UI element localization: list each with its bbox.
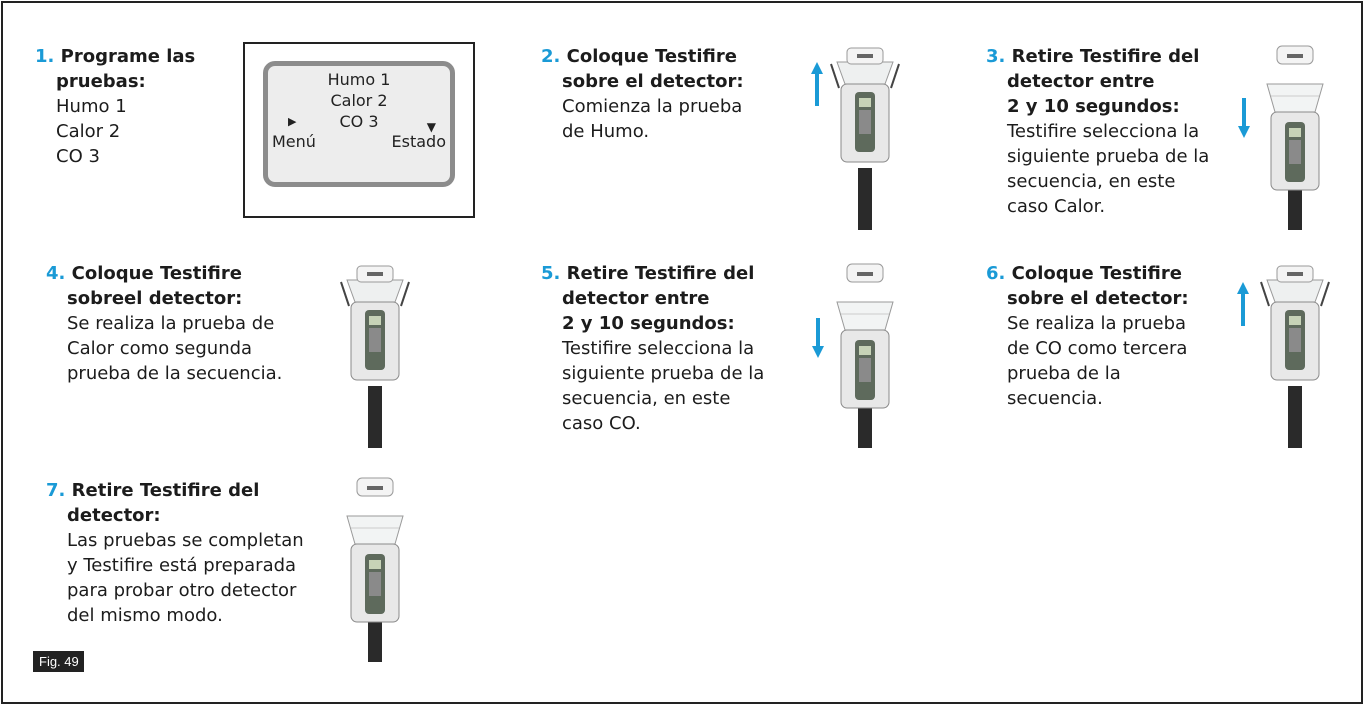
step-body-line: para probar otro detector [67,580,297,601]
step-3: 3. Retire Testifire del detector entre 2… [986,44,1209,219]
step-title-line: detector entre [1007,71,1155,92]
step-body-line: prueba de la secuencia. [67,363,283,384]
tester-removed-illustration [1266,45,1324,230]
step-6: 6. Coloque Testifire sobre el detector: … [986,261,1189,411]
program-item: Humo 1 [56,96,127,117]
step-title-line: Coloque Testifire [1011,263,1182,284]
step-title-line: Retire Testifire del [566,263,755,284]
lcd-display: Humo 1 Calor 2 CO 3 ▶ ▼ Menú Estado [263,61,455,187]
tester-on-detector-illustration [1260,265,1330,448]
tester-on-detector-illustration [340,265,410,448]
step-body-line: y Testifire está preparada [67,555,297,576]
step-title-line: sobreel detector: [67,288,243,309]
step-body-line: Las pruebas se completan [67,530,304,551]
estado-softkey[interactable]: Estado [391,132,446,151]
step-body-line: secuencia, en este [1007,171,1176,192]
step-body-line: Calor como segunda [67,338,253,359]
step-title-line: Retire Testifire del [71,480,260,501]
step-title-line: detector: [67,505,161,526]
step-body-line: caso CO. [562,413,641,434]
arrow-up-icon [1237,282,1249,326]
step-title-line: sobre el detector: [1007,288,1189,309]
tester-removed-illustration [836,263,894,448]
step-number: 6. [986,263,1006,284]
step-number: 4. [46,263,66,284]
step-body-line: del mismo modo. [67,605,223,626]
step-title-line: Retire Testifire del [1011,46,1200,67]
step-number: 2. [541,46,561,67]
step-number: 7. [46,480,66,501]
step-body-line: siguiente prueba de la [562,363,765,384]
scroll-down-icon: ▼ [426,120,436,134]
arrow-down-icon [1238,98,1250,138]
step-number: 5. [541,263,561,284]
lcd-line-2: Calor 2 [330,91,388,110]
figure-label: Fig. 49 [33,651,84,672]
step-body-line: Se realiza la prueba [1007,313,1187,334]
step-body-line: Testifire selecciona la [562,338,755,359]
step-title-line: 2 y 10 segundos: [1007,96,1180,117]
step-body-line: Comienza la prueba [562,96,743,117]
step-body-line: prueba de la [1007,363,1121,384]
program-item: CO 3 [56,146,100,167]
menu-softkey[interactable]: Menú [272,132,316,151]
program-item: Calor 2 [56,121,121,142]
lcd-line-1: Humo 1 [327,70,391,89]
step-title-line: Programe las [60,46,196,67]
step-body-line: de CO como tercera [1007,338,1188,359]
step-7: 7. Retire Testifire del detector: Las pr… [46,478,304,628]
selection-arrow-icon: ▶ [288,115,297,128]
step-1: 1. Programe las pruebas: Humo 1 Calor 2 … [35,44,195,169]
step-title-line: detector entre [562,288,710,309]
tester-on-detector-illustration [830,47,900,230]
step-body-line: Se realiza la prueba de [67,313,275,334]
step-body-line: Testifire selecciona la [1007,121,1200,142]
step-title-line: Coloque Testifire [71,263,242,284]
step-title-line: pruebas: [56,71,146,92]
step-body-line: caso Calor. [1007,196,1106,217]
lcd-screen-box: Humo 1 Calor 2 CO 3 ▶ ▼ Menú Estado [243,42,475,218]
step-body-line: secuencia. [1007,388,1103,409]
step-number: 3. [986,46,1006,67]
step-body-line: secuencia, en este [562,388,731,409]
arrow-up-icon [811,62,823,106]
step-2: 2. Coloque Testifire sobre el detector: … [541,44,744,144]
step-4: 4. Coloque Testifire sobreel detector: S… [46,261,282,386]
lcd-line-3: CO 3 [339,112,379,131]
step-title-line: 2 y 10 segundos: [562,313,735,334]
step-number: 1. [35,46,55,67]
step-body-line: de Humo. [562,121,650,142]
tester-removed-illustration [346,477,404,662]
step-body-line: siguiente prueba de la [1007,146,1210,167]
step-title-line: Coloque Testifire [566,46,737,67]
step-title-line: sobre el detector: [562,71,744,92]
arrow-down-icon [812,318,824,358]
step-5: 5. Retire Testifire del detector entre 2… [541,261,764,436]
